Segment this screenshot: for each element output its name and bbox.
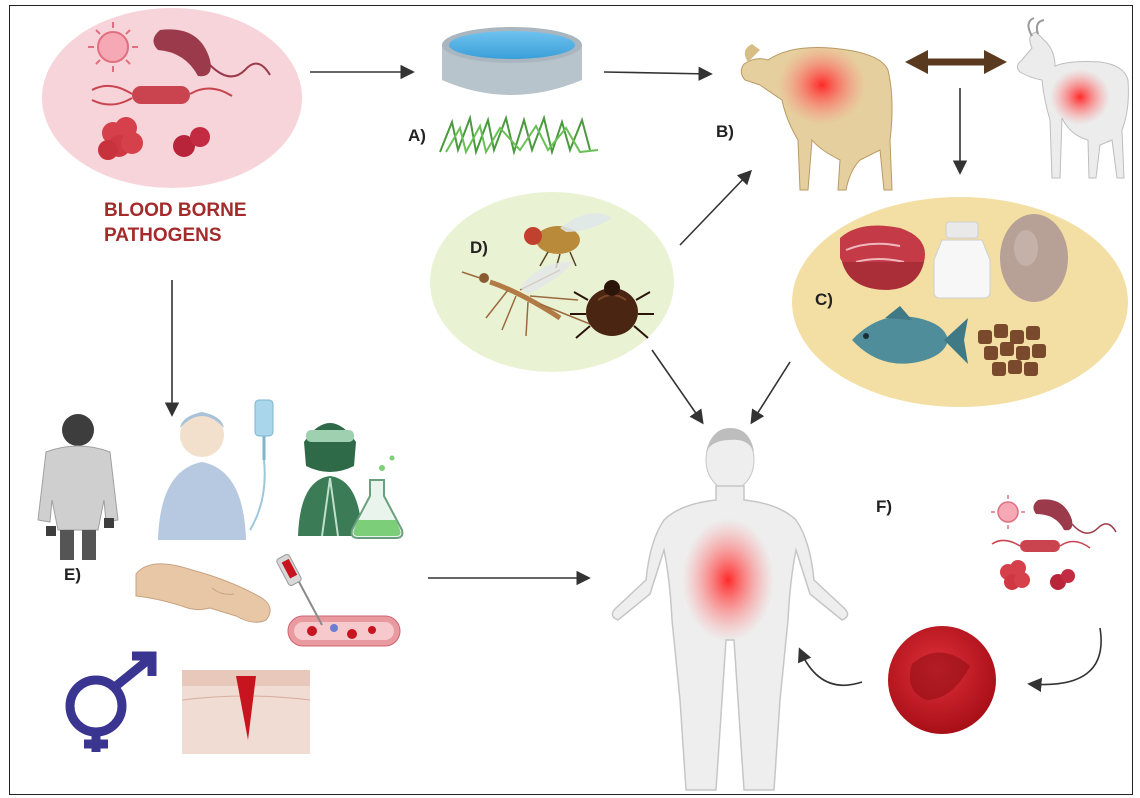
red-blood-cell-icon: [888, 626, 996, 734]
human-body-icon: [612, 428, 847, 790]
double-arrow-cow-goat: [905, 50, 1007, 74]
infection-glow: [778, 45, 866, 125]
label-a: A): [408, 126, 426, 146]
healthcare-worker-icon: [38, 414, 118, 560]
label-c: C): [815, 290, 833, 310]
coccus-cluster-icon: [1050, 569, 1075, 590]
pathogens-title: BLOOD BORNE PATHOGENS: [104, 198, 247, 248]
arrow-rbc-to-human: [800, 650, 862, 685]
arrow-vectors-to-human: [652, 350, 702, 422]
cow-icon: [741, 44, 892, 190]
vectors-cluster: [430, 192, 674, 372]
infection-glow: [682, 518, 774, 642]
egg-icon: [1000, 214, 1068, 302]
label-b: B): [716, 122, 734, 142]
gender-symbol-icon: [70, 656, 152, 752]
flask-icon: [352, 456, 403, 539]
syringe-blood-vessel-icon: [276, 553, 400, 646]
label-d: D): [470, 238, 488, 258]
lab-worker-icon: [298, 423, 362, 536]
arrow-water-to-cow: [604, 72, 710, 74]
food-products-cluster: [792, 197, 1128, 407]
blood-pathogens-cluster: [991, 495, 1116, 590]
arrow-food-to-human: [752, 362, 790, 422]
arrow-pathogens-to-rbc: [1030, 628, 1101, 685]
coccus-cluster-icon: [1000, 560, 1030, 590]
infection-glow: [1050, 69, 1110, 125]
label-f: F): [876, 497, 892, 517]
grass-icon: [440, 118, 598, 152]
title-line-2: PATHOGENS: [104, 223, 247, 248]
bacterium-icon: [992, 540, 1090, 552]
virus-icon: [991, 495, 1025, 529]
water-bowl-icon: [442, 27, 582, 95]
needlestick-hand-icon: [136, 564, 270, 622]
label-e: E): [64, 565, 81, 585]
arrow-vectors-to-cow: [680, 172, 750, 245]
title-line-1: BLOOD BORNE: [104, 198, 247, 223]
patient-iv-icon: [158, 400, 273, 540]
vector-bubble: [430, 192, 674, 372]
skin-wound-icon: [182, 670, 310, 754]
goat-icon: [1017, 18, 1128, 178]
pathogens-cluster: [42, 8, 302, 188]
bacterium-icon: [1033, 499, 1116, 533]
